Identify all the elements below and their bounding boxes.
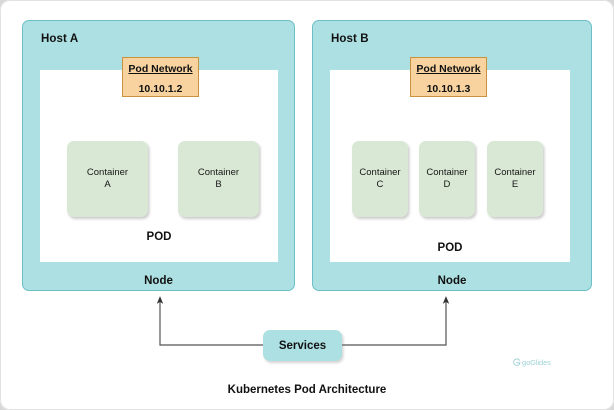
container-a-box[interactable]: Container A (67, 141, 148, 217)
container-d-label: Container D (426, 167, 468, 190)
host-a-node-label: Node (144, 275, 173, 287)
container-b-box[interactable]: Container B (178, 141, 259, 217)
container-d-box[interactable]: Container D (419, 141, 475, 217)
host-a-pod-network-title: Pod Network (128, 63, 193, 75)
goglides-logo-icon (513, 358, 521, 366)
host-a-pod-network-box[interactable]: Pod Network 10.10.1.2 (122, 57, 199, 97)
container-e-label: Container E (494, 167, 536, 190)
host-b-pod-label: POD (437, 242, 463, 254)
host-b-pod-network-title: Pod Network (416, 63, 481, 75)
host-b-pod-network-ip: 10.10.1.3 (426, 83, 471, 95)
host-a-pod-label: POD (146, 231, 172, 243)
container-b-label: Container B (197, 167, 240, 190)
watermark: goGlides (512, 358, 551, 367)
container-a-label: Container A (86, 167, 129, 190)
container-c-box[interactable]: Container C (352, 141, 408, 217)
services-label: Services (278, 339, 327, 352)
services-box[interactable]: Services (263, 330, 342, 361)
watermark-label: goGlides (522, 358, 551, 367)
host-a-label: Host A (41, 33, 79, 45)
host-b-pod-network-box[interactable]: Pod Network 10.10.1.3 (410, 57, 487, 97)
container-c-label: Container C (359, 167, 401, 190)
host-a-pod-network-ip: 10.10.1.2 (138, 83, 183, 95)
host-b-label: Host B (331, 33, 369, 45)
container-e-box[interactable]: Container E (487, 141, 543, 217)
host-b-node-label: Node (437, 275, 467, 287)
diagram-caption: Kubernetes Pod Architecture (227, 384, 387, 396)
